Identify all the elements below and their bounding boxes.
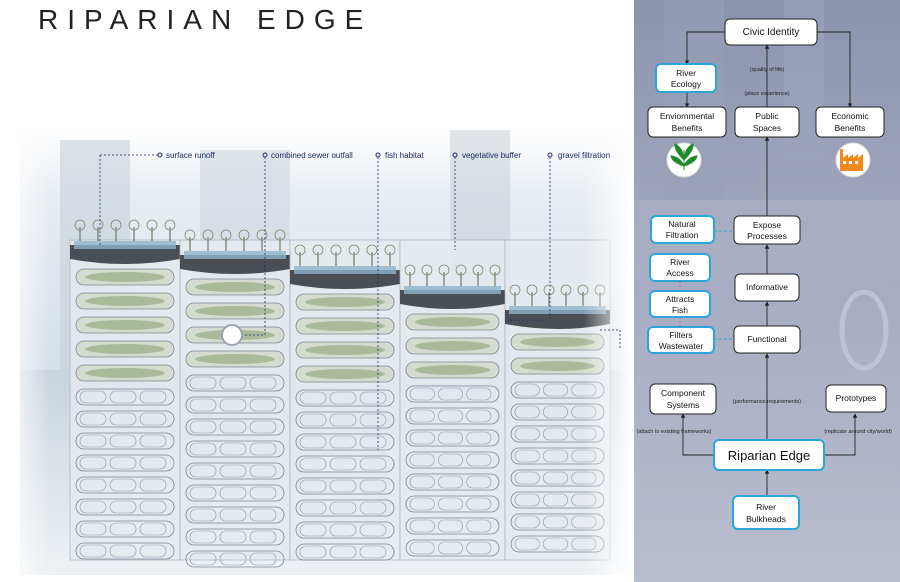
node-informative: Informative: [734, 273, 800, 302]
leaf-icon: [666, 142, 702, 178]
svg-text:Prototypes: Prototypes: [836, 393, 877, 403]
svg-text:Fish: Fish: [672, 305, 688, 315]
node-civic-identity: Civic Identity: [724, 18, 818, 46]
svg-text:Informative: Informative: [746, 282, 788, 292]
node-riparian-edge: Riparian Edge: [713, 439, 825, 471]
svg-text:Component: Component: [661, 388, 706, 398]
svg-text:River: River: [670, 257, 690, 267]
node-river-ecology: River Ecology: [655, 63, 717, 93]
page-title: RIPARIAN EDGE: [38, 4, 373, 35]
svg-text:Benefits: Benefits: [672, 123, 703, 133]
svg-text:surface runoff: surface runoff: [166, 151, 216, 160]
svg-text:Bulkheads: Bulkheads: [746, 514, 786, 524]
svg-text:Attracts: Attracts: [666, 294, 695, 304]
node-functional: Functional: [733, 325, 801, 354]
node-prototypes: Prototypes: [825, 384, 887, 413]
node-attracts-fish: Attracts Fish: [649, 290, 711, 318]
svg-text:Systems: Systems: [667, 400, 700, 410]
svg-text:Filtration: Filtration: [666, 230, 699, 240]
node-river-bulkheads: River Bulkheads: [732, 495, 800, 530]
svg-text:fish habitat: fish habitat: [385, 151, 424, 160]
svg-text:(replicate around city/world): (replicate around city/world): [824, 429, 892, 435]
svg-text:gravel filtration: gravel filtration: [558, 151, 610, 160]
diagram-connectors: [679, 31, 858, 496]
svg-text:vegetative buffer: vegetative buffer: [462, 151, 521, 160]
svg-text:Spaces: Spaces: [753, 123, 781, 133]
svg-text:Public: Public: [755, 111, 779, 121]
svg-text:Access: Access: [666, 268, 693, 278]
svg-text:(attach to existing frameworks: (attach to existing frameworks): [637, 429, 712, 435]
riparian-section-illustration: surface runoff combined sewer outfall fi…: [0, 120, 634, 582]
node-economic-benefits: Economic Benefits: [815, 106, 885, 138]
svg-text:combined sewer outfall: combined sewer outfall: [271, 151, 353, 160]
node-natural-filtration: Natural Filtration: [650, 215, 715, 244]
svg-text:Riparian Edge: Riparian Edge: [728, 448, 810, 463]
svg-text:Processes: Processes: [747, 231, 787, 241]
concept-diagram: (quality of life) (place experience) (pe…: [634, 0, 900, 582]
svg-text:(place experience): (place experience): [744, 91, 789, 97]
svg-text:Wastewater: Wastewater: [659, 341, 704, 351]
annotation-combined-sewer-outfall: combined sewer outfall: [245, 151, 353, 336]
svg-text:River: River: [676, 68, 696, 78]
svg-text:Functional: Functional: [747, 334, 786, 344]
node-filters-wastewater: Filters Wastewater: [647, 326, 715, 354]
factory-icon: [835, 142, 871, 178]
annotation-vegetative-buffer: vegetative buffer: [452, 151, 521, 250]
annotation-fish-habitat: fish habitat: [375, 151, 424, 450]
node-environmental-benefits: Enviornmental Benefits: [647, 106, 727, 138]
svg-text:Expose: Expose: [753, 220, 782, 230]
svg-text:(quality of life): (quality of life): [750, 67, 784, 73]
svg-text:River: River: [756, 502, 776, 512]
annotation-gravel-filtration: gravel filtration: [510, 151, 621, 350]
node-expose-processes: Expose Processes: [733, 215, 801, 245]
node-river-access: River Access: [649, 253, 711, 282]
svg-text:Civic Identity: Civic Identity: [743, 27, 800, 38]
node-component-systems: Component Systems: [649, 383, 717, 415]
svg-text:Economic: Economic: [831, 111, 869, 121]
svg-text:(performance requirements): (performance requirements): [733, 399, 801, 405]
svg-text:Filters: Filters: [669, 330, 692, 340]
node-public-spaces: Public Spaces: [734, 106, 800, 138]
svg-text:Enviornmental: Enviornmental: [660, 111, 714, 121]
annotation-surface-runoff: surface runoff: [99, 151, 216, 245]
svg-text:Benefits: Benefits: [835, 123, 866, 133]
svg-text:Natural: Natural: [668, 219, 696, 229]
svg-text:Ecology: Ecology: [671, 79, 702, 89]
